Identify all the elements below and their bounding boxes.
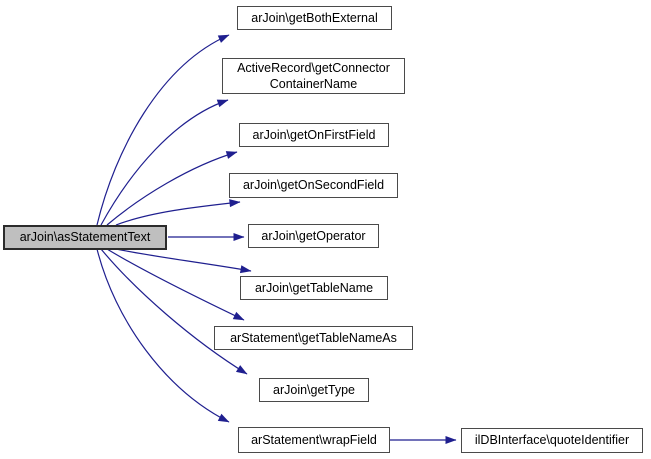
edge-to-getType: [100, 248, 248, 375]
edge-to-getBothExternal: [96, 34, 230, 226]
edge-to-getTableNameAs: [106, 248, 245, 321]
node-getConnectorContainerName[interactable]: ActiveRecord\getConnector ContainerName: [222, 58, 405, 94]
node-getTableName[interactable]: arJoin\getTableName: [240, 276, 388, 300]
node-getOperator[interactable]: arJoin\getOperator: [248, 224, 379, 248]
node-quoteIdentifier[interactable]: ilDBInterface\quoteIdentifier: [461, 428, 643, 453]
node-getTableNameAs[interactable]: arStatement\getTableNameAs: [214, 326, 413, 350]
edge-to-getOnSecondField: [115, 199, 241, 226]
edge-to-getTableName: [115, 248, 252, 274]
node-asStatementText: arJoin\asStatementText: [3, 225, 167, 250]
edge-to-wrapField: [96, 248, 230, 423]
node-getOnSecondField[interactable]: arJoin\getOnSecondField: [229, 173, 398, 198]
node-getBothExternal[interactable]: arJoin\getBothExternal: [237, 6, 392, 30]
edge-to-getConnector: [100, 99, 229, 226]
node-wrapField[interactable]: arStatement\wrapField: [238, 427, 390, 453]
node-getOnFirstField[interactable]: arJoin\getOnFirstField: [239, 123, 389, 147]
edge-to-getOnFirstField: [106, 151, 238, 226]
node-getType[interactable]: arJoin\getType: [259, 378, 369, 402]
